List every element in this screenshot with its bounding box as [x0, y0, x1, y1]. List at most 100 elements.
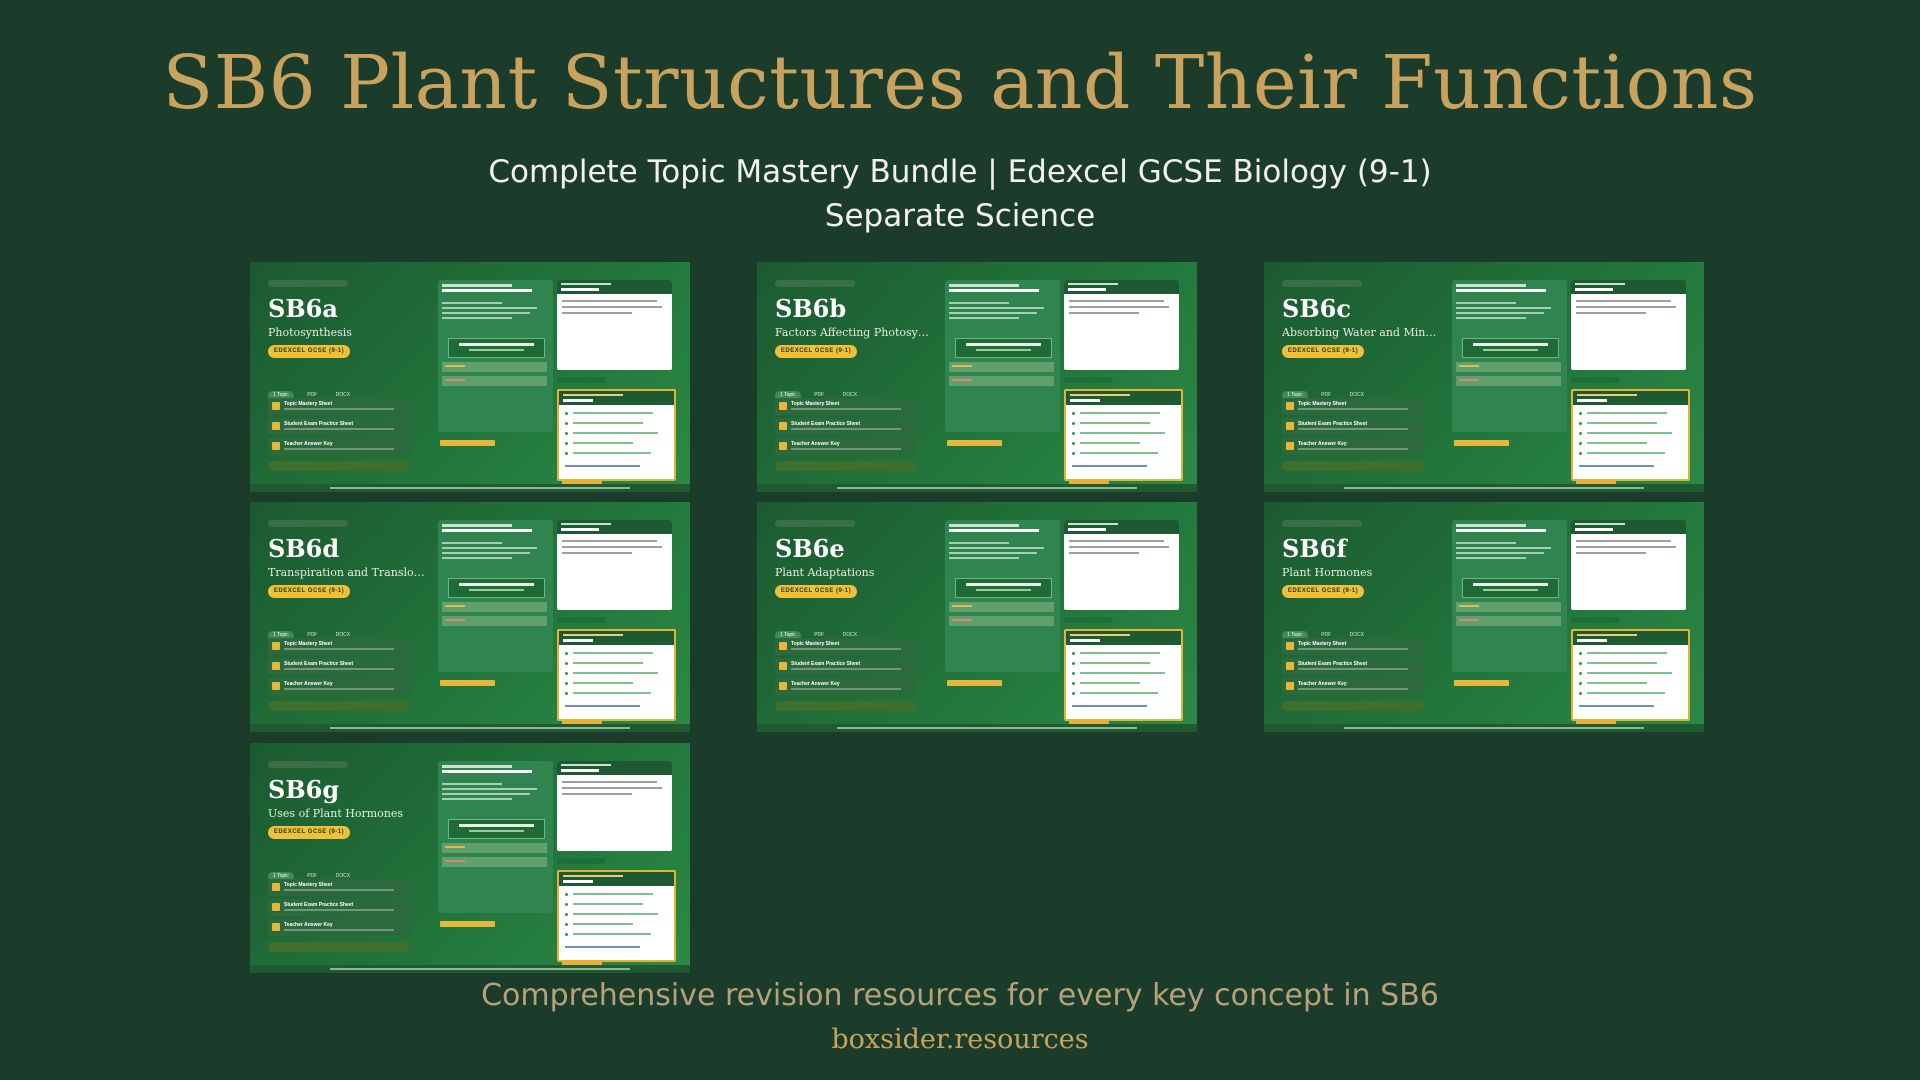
student-sheet-label	[557, 617, 605, 623]
mastery-sheet-label	[947, 440, 1002, 446]
files-badge	[775, 461, 917, 471]
format-pills: 1 Topic PDF DOCX	[775, 623, 866, 640]
document-icon	[1286, 662, 1294, 670]
card-tag	[775, 280, 855, 287]
list-item: Teacher Answer Key	[1282, 678, 1424, 695]
card-code: SB6g	[268, 775, 340, 804]
included-list: Topic Mastery Sheet Student Exam Practic…	[1282, 638, 1424, 698]
list-item: Teacher Answer Key	[1282, 438, 1424, 455]
pill-pdf: PDF	[307, 392, 318, 398]
mastery-sheet-label	[440, 921, 495, 927]
files-badge	[775, 701, 917, 711]
pill-docx: DOCX	[335, 392, 351, 398]
list-item: Student Exam Practice Sheet	[268, 418, 410, 435]
document-icon	[272, 883, 280, 891]
bundle-card: SB6b Factors Affecting Photosyn... EDEXC…	[757, 262, 1197, 492]
student-sheet-label	[1064, 617, 1112, 623]
key-icon	[272, 682, 280, 690]
card-tag	[1282, 520, 1362, 527]
card-tag	[1282, 280, 1362, 287]
format-pills: 1 Topic PDF DOCX	[268, 864, 359, 881]
spec-badge: EDEXCEL GCSE (9-1)	[268, 585, 350, 598]
pill-docx: DOCX	[1349, 392, 1365, 398]
key-icon	[779, 442, 787, 450]
pill-topic: 1 Topic	[1282, 391, 1308, 400]
list-item: Teacher Answer Key	[775, 678, 917, 695]
card-topic: Factors Affecting Photosyn...	[775, 326, 935, 339]
answer-key-preview	[557, 389, 676, 481]
list-item: Topic Mastery Sheet	[775, 638, 917, 655]
list-item: Teacher Answer Key	[268, 678, 410, 695]
document-icon	[779, 422, 787, 430]
key-icon	[272, 442, 280, 450]
spec-badge: EDEXCEL GCSE (9-1)	[775, 585, 857, 598]
included-list: Topic Mastery Sheet Student Exam Practic…	[775, 638, 917, 698]
student-sheet-preview	[557, 761, 672, 851]
list-item: Topic Mastery Sheet	[268, 638, 410, 655]
pill-topic: 1 Topic	[775, 391, 801, 400]
card-topic: Plant Adaptations	[775, 566, 875, 579]
mastery-sheet-preview	[1452, 280, 1567, 432]
pill-pdf: PDF	[1321, 632, 1332, 638]
bundle-card: SB6e Plant Adaptations EDEXCEL GCSE (9-1…	[757, 502, 1197, 732]
key-icon	[1286, 442, 1294, 450]
card-footer-bar	[250, 965, 690, 973]
list-item: Topic Mastery Sheet	[1282, 638, 1424, 655]
mastery-sheet-preview	[438, 761, 553, 913]
student-sheet-label	[557, 377, 605, 383]
pill-topic: 1 Topic	[268, 391, 294, 400]
card-topic: Transpiration and Transloc...	[268, 566, 428, 579]
document-icon	[272, 402, 280, 410]
list-item: Student Exam Practice Sheet	[1282, 658, 1424, 675]
pill-topic: 1 Topic	[775, 631, 801, 640]
student-sheet-preview	[557, 280, 672, 370]
document-icon	[272, 903, 280, 911]
card-footer-bar	[250, 484, 690, 492]
card-tag	[268, 520, 348, 527]
document-icon	[1286, 642, 1294, 650]
document-icon	[272, 642, 280, 650]
pill-pdf: PDF	[307, 873, 318, 879]
card-code: SB6c	[1282, 294, 1351, 323]
list-item: Topic Mastery Sheet	[268, 398, 410, 415]
spec-badge: EDEXCEL GCSE (9-1)	[1282, 345, 1364, 358]
list-item: Topic Mastery Sheet	[268, 879, 410, 896]
card-topic: Uses of Plant Hormones	[268, 807, 404, 820]
list-item: Teacher Answer Key	[268, 438, 410, 455]
pill-docx: DOCX	[335, 873, 351, 879]
answer-key-preview	[1064, 389, 1183, 481]
card-footer-bar	[1264, 484, 1704, 492]
included-list: Topic Mastery Sheet Student Exam Practic…	[268, 879, 410, 939]
files-badge	[268, 942, 410, 952]
list-item: Student Exam Practice Sheet	[268, 899, 410, 916]
answer-key-preview	[557, 629, 676, 721]
document-icon	[1286, 422, 1294, 430]
card-topic: Photosynthesis	[268, 326, 352, 339]
document-icon	[1286, 402, 1294, 410]
answer-key-label	[1576, 721, 1616, 725]
list-item: Topic Mastery Sheet	[1282, 398, 1424, 415]
pill-pdf: PDF	[814, 392, 825, 398]
mastery-sheet-preview	[438, 280, 553, 432]
mastery-sheet-label	[1454, 680, 1509, 686]
format-pills: 1 Topic PDF DOCX	[268, 623, 359, 640]
bundle-card: SB6d Transpiration and Transloc... EDEXC…	[250, 502, 690, 732]
pill-topic: 1 Topic	[268, 872, 294, 881]
footer-tagline: Comprehensive revision resources for eve…	[481, 978, 1439, 1013]
answer-key-label	[562, 481, 602, 485]
card-code: SB6e	[775, 534, 845, 563]
pill-docx: DOCX	[335, 632, 351, 638]
answer-key-preview	[1571, 629, 1690, 721]
footer-brand: boxsider.resources	[831, 1024, 1089, 1055]
document-icon	[272, 422, 280, 430]
document-icon	[779, 402, 787, 410]
student-sheet-preview	[1064, 280, 1179, 370]
document-icon	[779, 662, 787, 670]
student-sheet-label	[557, 858, 605, 864]
mastery-sheet-preview	[945, 520, 1060, 672]
included-list: Topic Mastery Sheet Student Exam Practic…	[775, 398, 917, 458]
student-sheet-preview	[557, 520, 672, 610]
bundle-card: SB6c Absorbing Water and Minera... EDEXC…	[1264, 262, 1704, 492]
spec-badge: EDEXCEL GCSE (9-1)	[268, 345, 350, 358]
mastery-sheet-label	[1454, 440, 1509, 446]
